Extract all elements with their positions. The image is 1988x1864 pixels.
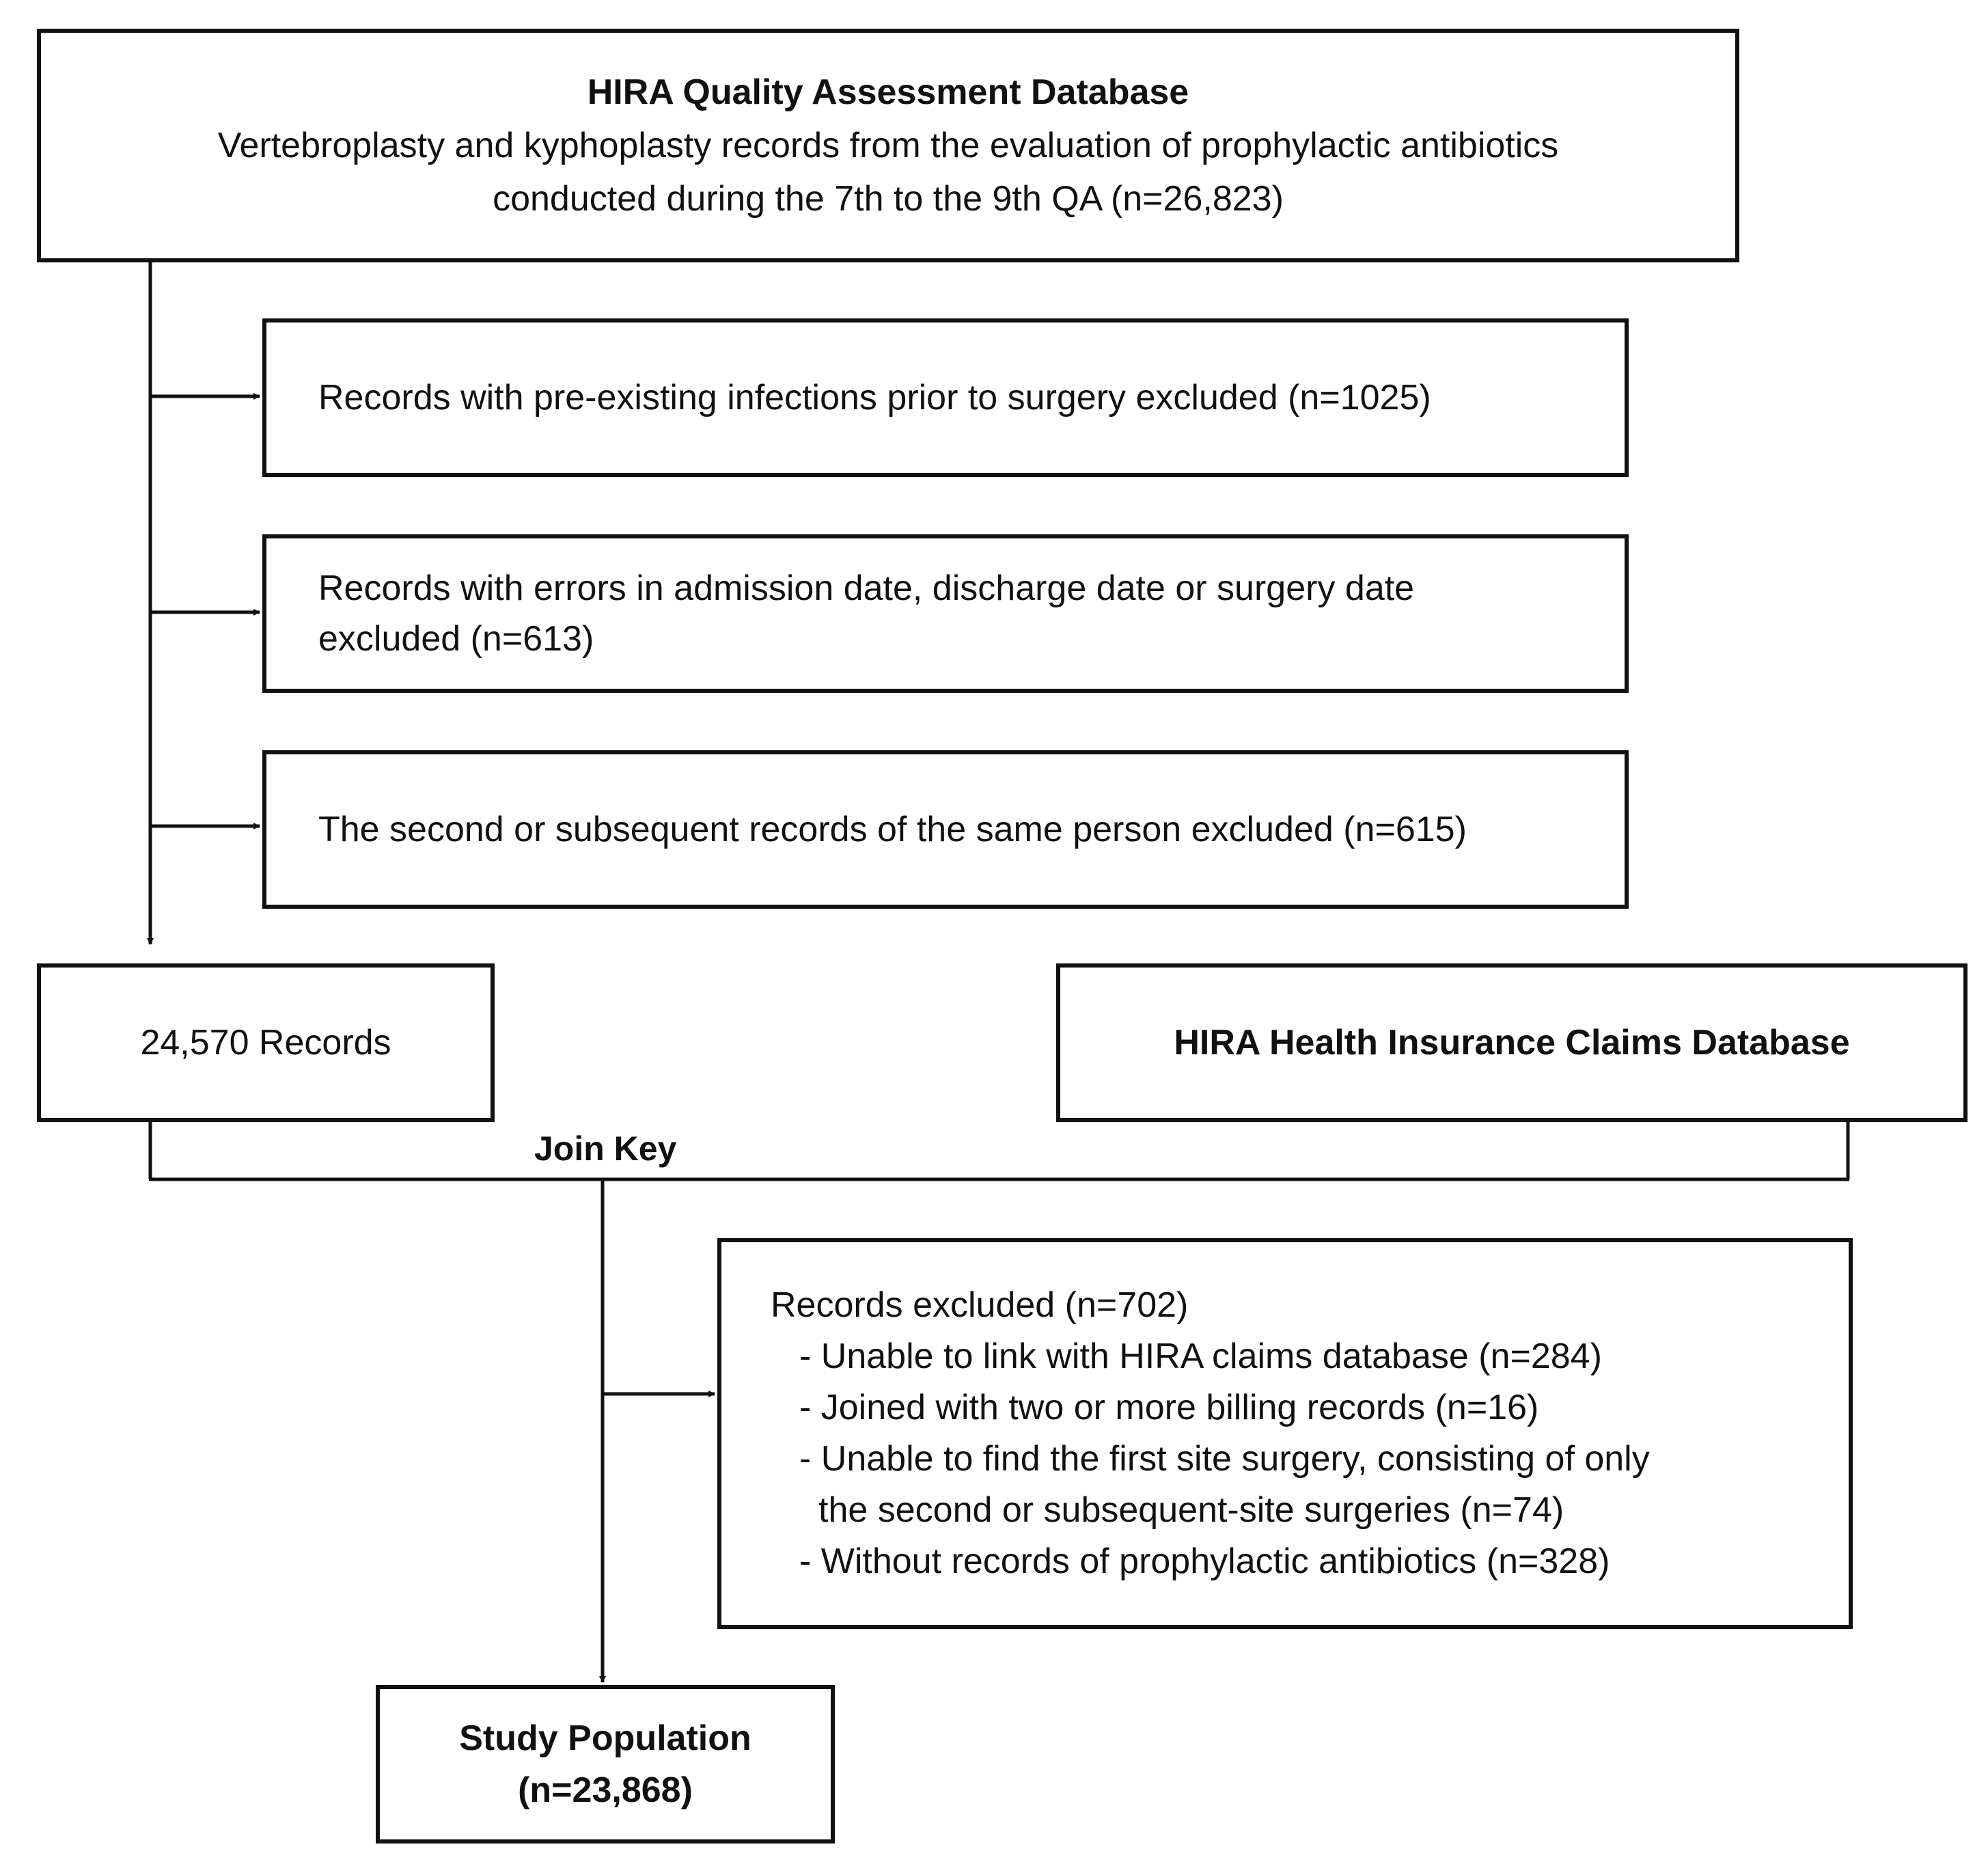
claims-database-box: HIRA Health Insurance Claims Database xyxy=(1056,963,1968,1122)
exclusion-text: Records with errors in admission date, d… xyxy=(318,568,1415,608)
claims-database-label: HIRA Health Insurance Claims Database xyxy=(1174,1023,1850,1063)
exclusion-text: Records with pre-existing infections pri… xyxy=(318,378,1431,417)
join-exclusion-box: Records excluded (n=702) - Unable to lin… xyxy=(717,1238,1853,1629)
join-exclusion-item: - Without records of prophylactic antibi… xyxy=(799,1541,1610,1581)
qa-database-title: HIRA Quality Assessment Database xyxy=(587,72,1189,112)
join-exclusion-item-continuation: the second or subsequent-site surgeries … xyxy=(818,1490,1564,1530)
exclusion-box-duplicate-records: The second or subsequent records of the … xyxy=(262,750,1629,909)
study-population-title: Study Population xyxy=(459,1718,751,1758)
qa-database-desc-line-2: conducted during the 7th to the 9th QA (… xyxy=(493,179,1284,219)
quality-assessment-database-box: HIRA Quality Assessment Database Vertebr… xyxy=(37,29,1739,262)
join-exclusion-item: - Unable to link with HIRA claims databa… xyxy=(799,1337,1602,1376)
records-count-box: 24,570 Records xyxy=(37,963,495,1122)
records-count-label: 24,570 Records xyxy=(140,1023,391,1063)
study-population-count: (n=23,868) xyxy=(518,1770,693,1810)
join-exclusion-item: - Joined with two or more billing record… xyxy=(799,1388,1539,1427)
join-exclusion-header: Records excluded (n=702) xyxy=(771,1285,1189,1325)
exclusion-box-date-errors: Records with errors in admission date, d… xyxy=(262,534,1629,693)
exclusion-box-pre-existing-infections: Records with pre-existing infections pri… xyxy=(262,318,1629,477)
join-exclusion-item: - Unable to find the first site surgery,… xyxy=(799,1439,1650,1479)
join-key-label: Join Key xyxy=(534,1129,677,1168)
exclusion-text: The second or subsequent records of the … xyxy=(318,810,1467,849)
study-population-box: Study Population (n=23,868) xyxy=(376,1685,835,1844)
exclusion-text: excluded (n=613) xyxy=(318,619,594,659)
qa-database-desc-line-1: Vertebroplasty and kyphoplasty records f… xyxy=(217,126,1559,165)
